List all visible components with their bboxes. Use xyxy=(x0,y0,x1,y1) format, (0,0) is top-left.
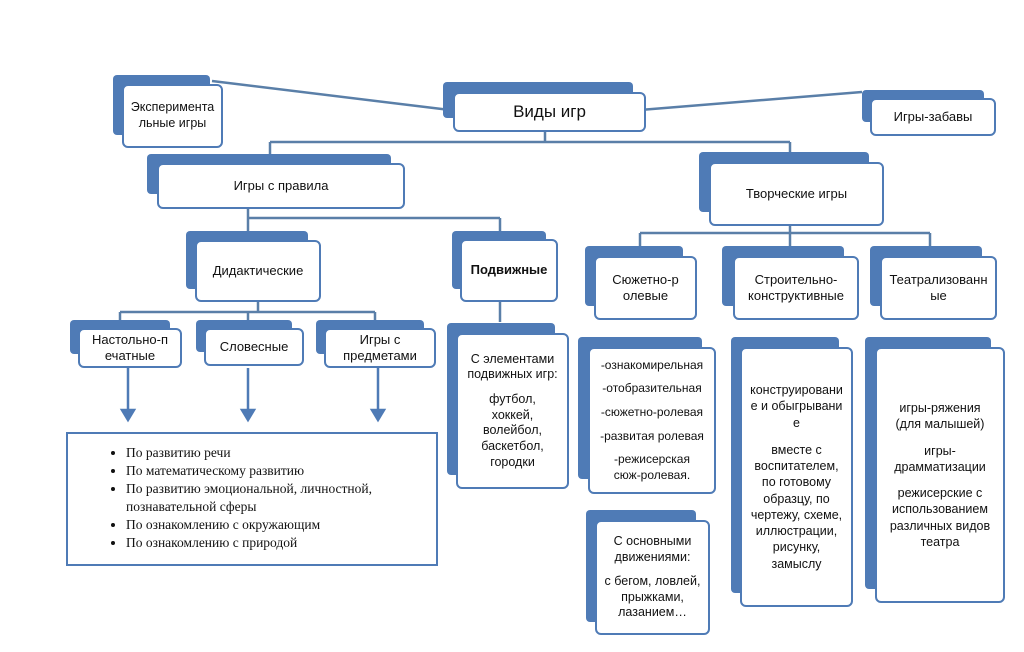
plot-list-item-1: -ознакомирельная xyxy=(600,357,704,372)
node-verbal-label: Словесные xyxy=(204,328,304,366)
node-fun-label: Игры-забавы xyxy=(870,98,996,136)
construct-detail-heading: конструирование и обыгрывание xyxy=(750,383,843,430)
theatre-detail-item-3: режисерские с использованием различных в… xyxy=(889,486,991,549)
node-objects: Игры с предметами xyxy=(316,320,436,368)
node-theatre-text: Театрализованные xyxy=(889,271,988,303)
plot-list-item-2: -отобразительная xyxy=(602,381,702,396)
node-board-label: Настольно-печатные xyxy=(78,328,182,368)
node-mobile-detail-box: С элементами подвижных игр: футбол, хокк… xyxy=(456,333,569,489)
node-objects-text: Игры с предметами xyxy=(343,331,417,363)
node-plot-list: -ознакомирельная -отобразительная -сюжет… xyxy=(578,337,716,494)
didactic-list-item-1: По развитию речи xyxy=(126,444,428,462)
node-mobile: Подвижные xyxy=(452,231,558,302)
node-mobile-detail: С элементами подвижных игр: футбол, хокк… xyxy=(447,323,569,489)
node-theatre-detail-box: игры-ряжения (для малышей) игры-драммати… xyxy=(875,347,1005,603)
node-board: Настольно-печатные xyxy=(70,320,182,368)
node-plot-list-box: -ознакомирельная -отобразительная -сюжет… xyxy=(588,347,716,494)
node-theatre: Театрализованные xyxy=(870,246,997,320)
node-experimental-label: Экспериментальные игры xyxy=(122,84,223,148)
node-construct-detail-box: конструирование и обыгрывание вместе с в… xyxy=(740,347,853,607)
node-plot-role-label: Сюжетно-ролевые xyxy=(594,256,697,320)
didactic-list-item-2: По математическому развитию xyxy=(126,462,428,480)
node-fun: Игры-забавы xyxy=(862,90,996,136)
node-verbal: Словесные xyxy=(196,320,304,366)
node-rules-label: Игры с правила xyxy=(157,163,405,209)
node-theatre-detail: игры-ряжения (для малышей) игры-драммати… xyxy=(865,337,1005,603)
node-creative-label: Творческие игры xyxy=(709,162,884,226)
node-theatre-label: Театрализованные xyxy=(880,256,997,320)
node-didactic: Дидактические xyxy=(186,231,321,302)
node-construct-label: Строительно-конструктивные xyxy=(733,256,859,320)
theatre-detail-item-1: игры-ряжения (для малышей) xyxy=(895,401,985,432)
node-root-label: Виды игр xyxy=(453,92,646,132)
didactic-list-item-4: По ознакомлению с окружающим xyxy=(126,516,428,534)
node-didactic-label: Дидактические xyxy=(195,240,321,302)
node-experimental: Экспериментальные игры xyxy=(113,75,223,150)
node-creative: Творческие игры xyxy=(699,152,884,226)
node-root: Виды игр xyxy=(443,82,646,134)
node-construct: Строительно-конструктивные xyxy=(722,246,859,320)
node-movements: С основными движениями: с бегом, ловлей,… xyxy=(586,510,710,635)
plot-list-item-5: -режисерская сюж-ролевая. xyxy=(613,452,691,482)
node-board-text: Настольно-печатные xyxy=(91,331,168,363)
node-rules: Игры с правила xyxy=(147,154,405,210)
construct-detail-body: вместе с воспитателем, по готовому образ… xyxy=(750,442,843,571)
mobile-detail-heading: С элементами подвижных игр: xyxy=(467,351,558,382)
movements-heading: С основными движениями: xyxy=(613,533,692,564)
movements-items: с бегом, ловлей, прыжками, лазанием… xyxy=(604,574,701,620)
node-plot-role: Сюжетно-ролевые xyxy=(585,246,697,320)
didactic-list-item-5: По ознакомлению с природой xyxy=(126,534,428,552)
node-objects-label: Игры с предметами xyxy=(324,328,436,368)
mobile-detail-items: футбол, хоккей, волейбол, баскетбол, гор… xyxy=(481,392,544,469)
plot-list-item-3: -сюжетно-ролевая xyxy=(600,404,704,419)
node-movements-box: С основными движениями: с бегом, ловлей,… xyxy=(595,520,710,635)
didactic-list-item-3: По развитию эмоциональной, личностной, п… xyxy=(126,480,428,516)
node-construct-detail: конструирование и обыгрывание вместе с в… xyxy=(731,337,853,607)
plot-list-item-4: -развитая ролевая xyxy=(600,428,704,443)
didactic-subtypes-list: По развитию речи По математическому разв… xyxy=(66,432,438,566)
node-mobile-label: Подвижные xyxy=(460,239,558,302)
theatre-detail-item-2: игры-драмматизации xyxy=(894,443,986,474)
node-plot-role-text: Сюжетно-ролевые xyxy=(612,271,679,303)
